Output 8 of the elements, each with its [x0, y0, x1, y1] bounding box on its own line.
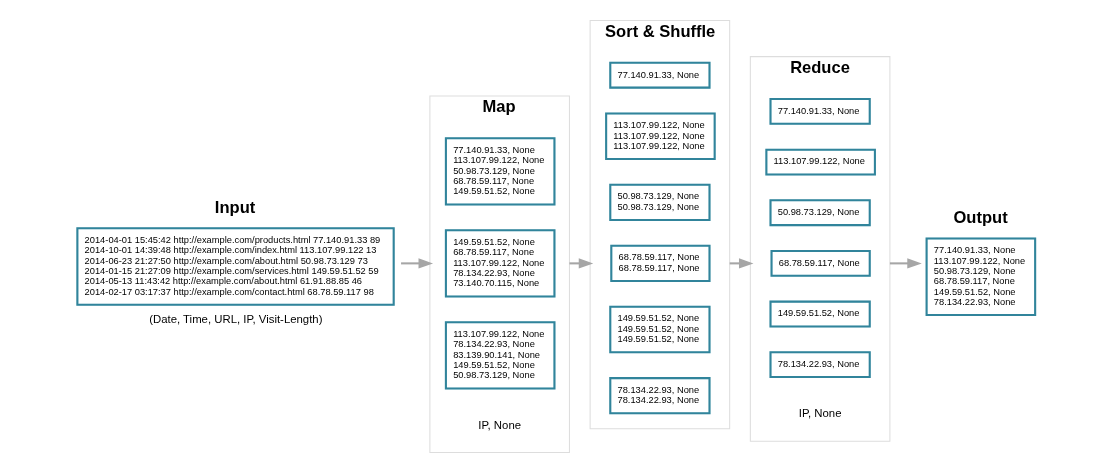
arrow	[889, 258, 922, 269]
node-label: (Date, Time, URL, IP, Visit-Length)	[149, 313, 323, 326]
node-label: Input	[214, 197, 256, 217]
arrow	[401, 258, 433, 269]
node-label: IP, None	[478, 418, 522, 431]
arrow	[569, 258, 594, 269]
node-label: IP, None	[798, 407, 842, 420]
node-label: Output	[953, 207, 1008, 227]
